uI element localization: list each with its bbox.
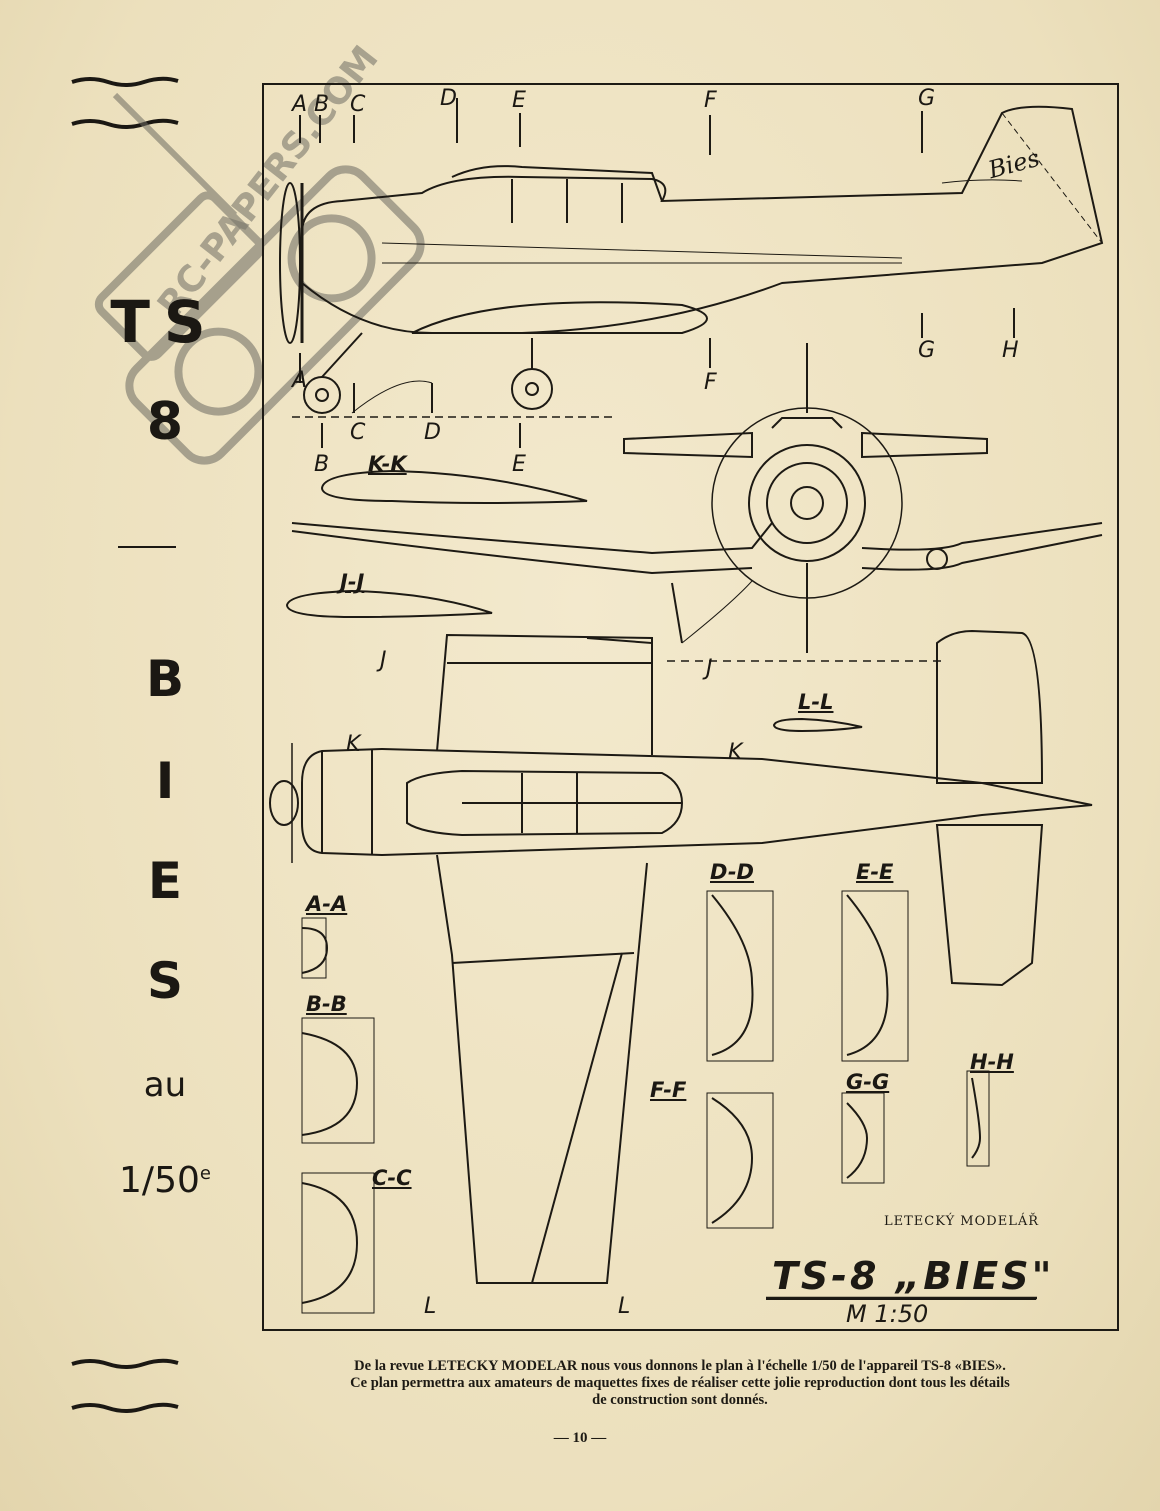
station-h-low: H [1002, 338, 1019, 363]
station-f-low: F [704, 370, 717, 395]
station-f-top: F [704, 88, 717, 113]
section-label-ff: F-F [650, 1078, 687, 1102]
station-k-left: K [346, 732, 361, 757]
station-c-low: C [350, 420, 366, 445]
station-j-right: J [706, 656, 713, 681]
title-dash [118, 546, 176, 548]
station-b-top: B [314, 92, 330, 117]
station-a-low: A [292, 368, 308, 393]
wavy-rule-bottom-1 [71, 1358, 179, 1369]
top-view [269, 629, 1093, 1284]
model-prefix: TS [110, 288, 220, 356]
airfoil-jj [285, 589, 493, 619]
station-g-top: G [918, 86, 936, 111]
au-word: au [143, 1065, 187, 1105]
section-label-bb: B-B [306, 992, 347, 1016]
publisher-label: LETECKÝ MODELÁŘ [884, 1214, 1039, 1229]
plan-title-underline [766, 1298, 1036, 1300]
section-label-ll: L-L [798, 690, 834, 714]
caption-line-3: de construction sont donnés. [592, 1392, 768, 1408]
caption-line-1: De la revue LETECKY MODELAR nous vous do… [354, 1358, 1006, 1374]
section-label-jj: J-J [340, 570, 365, 594]
front-view [291, 343, 1103, 662]
three-view-plan [262, 83, 1119, 1331]
wavy-rule-bottom-2 [71, 1402, 179, 1413]
side-view [279, 98, 1104, 448]
section-label-ee: E-E [856, 860, 894, 884]
station-l-left: L [424, 1294, 437, 1319]
side-scale: 1/50e [70, 1160, 260, 1201]
page-number: — 10 — [553, 1430, 607, 1446]
plan-title: TS-8 „BIES" [772, 1254, 1055, 1298]
name-letter-e: E [147, 852, 183, 910]
station-j-left: J [380, 648, 387, 673]
station-l-right: L [618, 1294, 631, 1319]
section-label-kk: K-K [368, 452, 407, 476]
airfoil-kk [320, 469, 588, 504]
station-d-low: D [424, 420, 441, 445]
section-label-cc: C-C [372, 1166, 412, 1190]
station-e-low: E [512, 452, 526, 477]
station-c-top: C [350, 92, 366, 117]
section-label-aa: A-A [306, 892, 348, 916]
model-number: 8 [146, 392, 184, 452]
station-k-right: K [728, 740, 743, 765]
station-e-top: E [512, 88, 526, 113]
station-d-top: D [440, 86, 457, 111]
section-label-hh: H-H [970, 1050, 1014, 1074]
station-g-low: G [918, 338, 936, 363]
side-scale-sup: e [199, 1163, 211, 1184]
plan-scale: M 1:50 [846, 1300, 929, 1328]
grid-sections [301, 890, 990, 1314]
section-label-dd: D-D [710, 860, 754, 884]
airfoil-ll [772, 717, 863, 733]
plan-frame [262, 83, 1119, 1331]
station-a-top: A [292, 92, 308, 117]
name-letter-i: I [155, 752, 175, 810]
name-letter-b: B [145, 650, 185, 708]
side-scale-value: 1/50 [119, 1160, 200, 1201]
station-b-low: B [314, 452, 330, 477]
wavy-rule-top-2 [71, 118, 179, 129]
section-label-gg: G-G [846, 1070, 890, 1094]
name-letter-s: S [146, 952, 183, 1010]
caption: De la revue LETECKY MODELAR nous vous do… [262, 1358, 1098, 1409]
caption-line-2: Ce plan permettra aux amateurs de maquet… [350, 1375, 1010, 1391]
wavy-rule-top-1 [71, 76, 179, 87]
